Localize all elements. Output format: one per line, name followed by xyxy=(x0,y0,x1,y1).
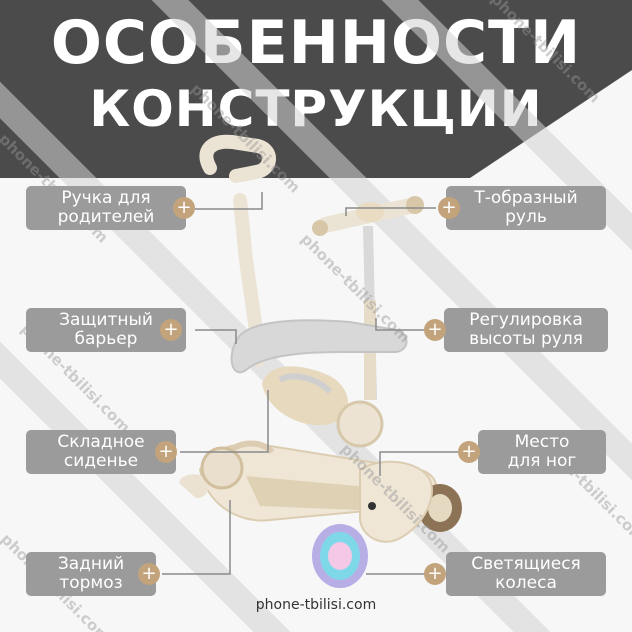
header-banner xyxy=(0,0,632,178)
callout-light-wheels: Светящиеся колеса xyxy=(446,552,606,596)
handlebar-clamp xyxy=(356,202,384,222)
handlebar-end-left xyxy=(312,220,328,236)
rear-wheel xyxy=(200,446,244,490)
callout-parent-handle-label: Ручка для родителей xyxy=(57,188,155,227)
plus-icon[interactable]: + xyxy=(155,441,177,463)
plus-icon[interactable]: + xyxy=(160,319,182,341)
callout-folding-seat: Складное сиденье xyxy=(26,430,176,474)
deck-grip xyxy=(246,476,380,510)
callout-folding-seat-label: Складное сиденье xyxy=(57,432,145,471)
callout-foot-rest: Место для ног xyxy=(478,430,606,474)
callout-parent-handle: Ручка для родителей xyxy=(26,186,186,230)
plus-icon[interactable]: + xyxy=(438,197,460,219)
callout-safety-bar-label: Защитный барьер xyxy=(59,310,153,349)
footer-site-link[interactable]: phone-tbilisi.com xyxy=(255,597,377,613)
callout-light-wheels-label: Светящиеся колеса xyxy=(471,554,581,593)
front-body-eye xyxy=(368,502,376,510)
front-wheel-right-hub xyxy=(428,494,452,522)
plus-icon[interactable]: + xyxy=(458,441,480,463)
connector-folding-seat xyxy=(180,390,269,453)
connector-height-adjust xyxy=(375,318,432,331)
callout-t-handlebar: Т-образный руль xyxy=(446,186,606,230)
plus-icon[interactable]: + xyxy=(424,563,446,585)
plus-icon[interactable]: + xyxy=(173,197,195,219)
plus-icon[interactable]: + xyxy=(138,563,160,585)
connector-safety-bar xyxy=(195,329,237,344)
callout-rear-brake: Задний тормоз xyxy=(26,552,156,596)
connector-parent-handle xyxy=(195,192,263,210)
callout-height-adjust-label: Регулировка высоты руля xyxy=(469,310,583,349)
callout-height-adjust: Регулировка высоты руля xyxy=(444,308,608,352)
callout-foot-rest-label: Место для ног xyxy=(507,432,577,471)
callout-safety-bar: Защитный барьер xyxy=(26,308,186,352)
safety-bar xyxy=(230,319,408,374)
light-wheel-core xyxy=(328,542,352,570)
connector-rear-brake xyxy=(162,500,231,575)
plus-icon[interactable]: + xyxy=(424,319,446,341)
handlebar-end-right xyxy=(406,196,424,214)
front-fork-hub xyxy=(336,400,384,448)
callout-rear-brake-label: Задний тормоз xyxy=(57,554,125,593)
front-body xyxy=(359,460,433,543)
connector-foot-rest xyxy=(379,451,458,476)
connector-t-handlebar xyxy=(345,207,436,216)
page-title: ОСОБЕННОСТИ xyxy=(50,8,582,78)
foot-rest-left xyxy=(179,474,210,499)
seat-strap xyxy=(278,373,333,395)
parent-handle-loop xyxy=(199,134,276,183)
callout-t-handlebar-label: Т-образный руль xyxy=(474,188,578,227)
